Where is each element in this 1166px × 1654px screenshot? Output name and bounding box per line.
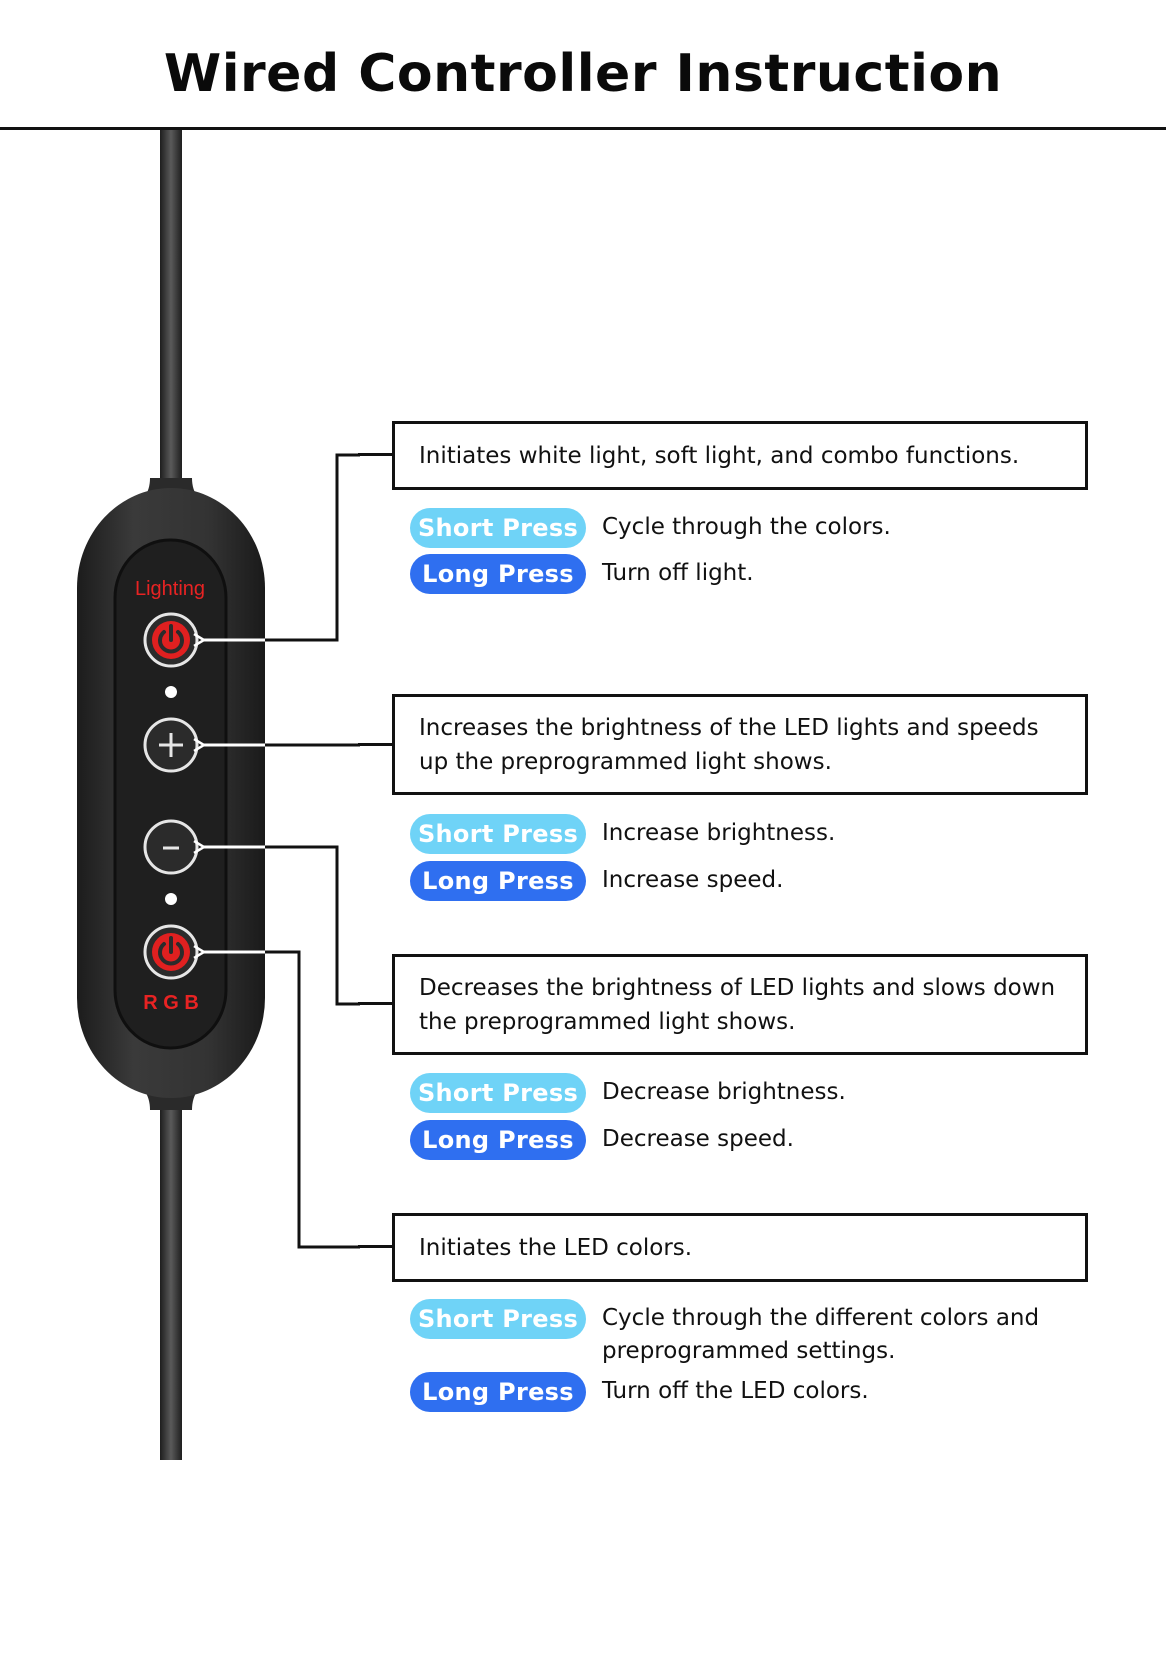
connector-extension <box>358 453 394 456</box>
connector-line-lighting <box>265 453 360 642</box>
lower-cable <box>160 1090 182 1460</box>
short-press-badge: Short Press <box>410 1299 586 1339</box>
description-text: Initiates the LED colors. <box>419 1234 693 1261</box>
connector-extension <box>358 1245 394 1248</box>
plus-icon <box>159 733 183 757</box>
long-press-row: Long Press Increase speed. <box>410 861 1052 901</box>
long-press-badge: Long Press <box>410 861 586 901</box>
minus-button-description: Decreases the brightness of LED lights a… <box>392 954 1088 1055</box>
connector-extension <box>358 1002 394 1005</box>
plus-button[interactable] <box>143 717 199 773</box>
lighting-label: Lighting <box>135 578 205 600</box>
rgb-power-button[interactable] <box>143 924 199 980</box>
page-title: Wired Controller Instruction <box>163 44 1003 104</box>
short-press-badge: Short Press <box>410 814 586 854</box>
short-press-row: Short Press Increase brightness. <box>410 814 1052 854</box>
power-icon <box>152 933 190 971</box>
controller-panel <box>113 538 228 1050</box>
indicator-dot <box>165 893 177 905</box>
long-press-text: Decrease speed. <box>602 1126 794 1152</box>
plus-button-description: Increases the brightness of the LED ligh… <box>392 694 1088 795</box>
short-press-text: Cycle through the different colors and p… <box>602 1305 1040 1364</box>
title-divider <box>0 127 1166 130</box>
long-press-badge: Long Press <box>410 1120 586 1160</box>
connector-line-rgb <box>265 950 360 1249</box>
long-press-row: Long Press Turn off the LED colors. <box>410 1372 1052 1412</box>
short-press-text: Decrease brightness. <box>602 1079 846 1105</box>
lighting-button-description: Initiates white light, soft light, and c… <box>392 421 1088 490</box>
short-press-row: Short Press Decrease brightness. <box>410 1073 1052 1113</box>
upper-cable <box>160 130 182 490</box>
indicator-dot <box>165 686 177 698</box>
short-press-badge: Short Press <box>410 508 586 548</box>
rgb-label: R G B <box>143 992 199 1014</box>
long-press-text: Turn off the LED colors. <box>602 1378 869 1404</box>
short-press-row: Short Press Cycle through the colors. <box>410 508 1052 548</box>
long-press-text: Turn off light. <box>602 560 754 586</box>
short-press-text: Cycle through the colors. <box>602 514 891 540</box>
description-text: Decreases the brightness of LED lights a… <box>419 974 1056 1035</box>
connector-line-minus <box>265 845 360 1006</box>
long-press-badge: Long Press <box>410 554 586 594</box>
power-icon <box>152 621 190 659</box>
short-press-badge: Short Press <box>410 1073 586 1113</box>
long-press-badge: Long Press <box>410 1372 586 1412</box>
rgb-button-description: Initiates the LED colors. <box>392 1213 1088 1282</box>
short-press-text: Increase brightness. <box>602 820 836 846</box>
long-press-row: Long Press Decrease speed. <box>410 1120 1052 1160</box>
description-text: Initiates white light, soft light, and c… <box>419 442 1020 469</box>
connector-extension <box>358 743 394 746</box>
wired-controller: Lighting R G B <box>77 130 360 1460</box>
lighting-power-button[interactable] <box>143 612 199 668</box>
short-press-row: Short Press Cycle through the different … <box>410 1299 1052 1368</box>
description-text: Increases the brightness of the LED ligh… <box>419 714 1039 775</box>
minus-button[interactable] <box>143 819 199 875</box>
long-press-row: Long Press Turn off light. <box>410 554 1052 594</box>
long-press-text: Increase speed. <box>602 867 784 893</box>
